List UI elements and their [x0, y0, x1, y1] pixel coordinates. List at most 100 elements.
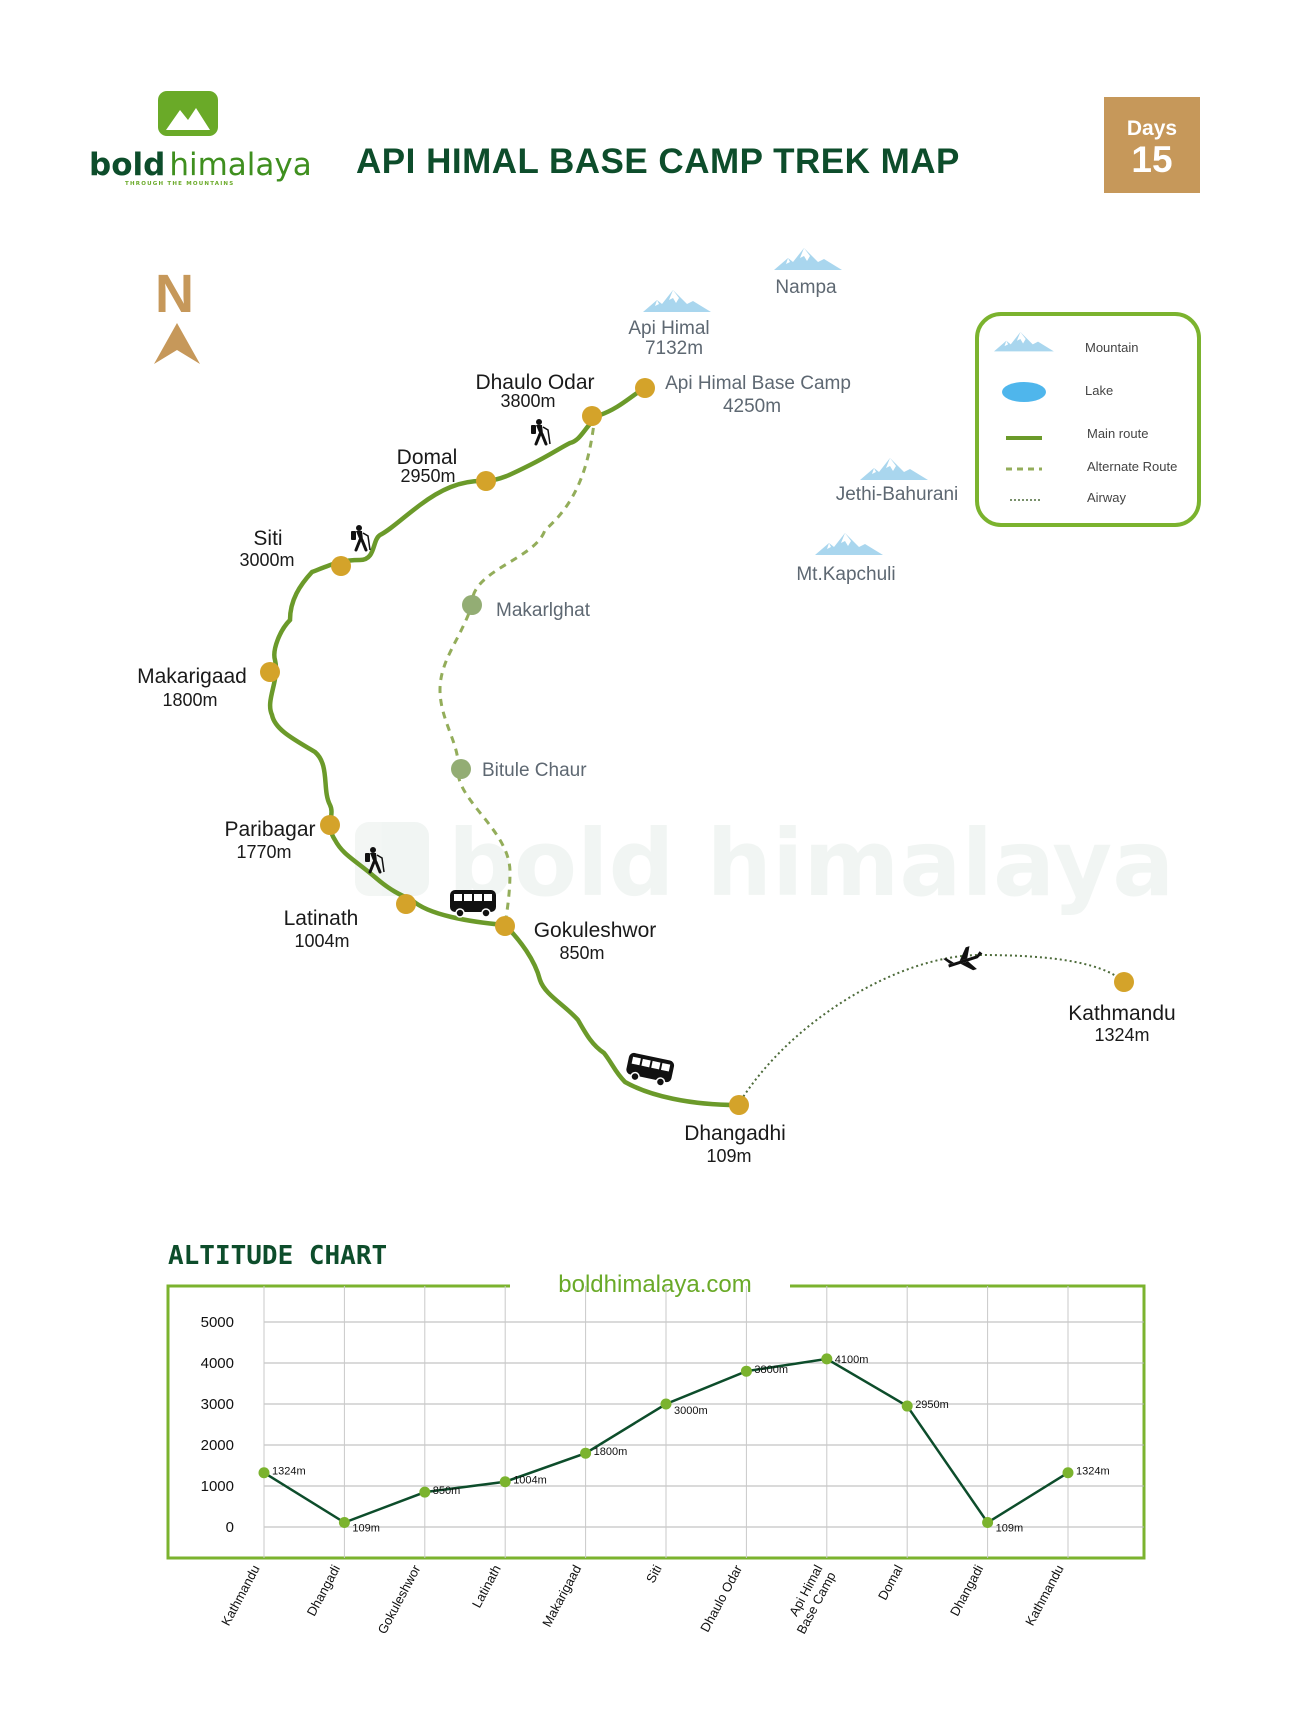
north-letter: N: [155, 264, 194, 324]
stop-marker: [495, 916, 515, 936]
x-category-label: Siti: [643, 1562, 665, 1585]
mountain-name: Nampa: [775, 277, 837, 298]
stop-name: Kathmandu: [1068, 1002, 1175, 1025]
altitude-point: [821, 1353, 833, 1365]
altitude-point: [1062, 1467, 1074, 1479]
altitude-point: [338, 1517, 350, 1529]
mountain-icon: [774, 248, 842, 270]
stop-name: Domal: [397, 446, 458, 469]
stop-elevation: 1324m: [1094, 1025, 1149, 1045]
y-tick-label: 0: [226, 1519, 234, 1536]
alternate-route: [438, 414, 597, 929]
alternate-stop-marker: [451, 759, 471, 779]
altitude-data-label: 1800m: [594, 1446, 628, 1458]
altitude-point: [258, 1467, 270, 1479]
altitude-data-label: 109m: [996, 1523, 1024, 1535]
altitude-point: [660, 1398, 672, 1410]
stop-name: Siti: [253, 527, 282, 550]
hiker-icon: [529, 417, 552, 446]
stop-elevation: 1004m: [294, 931, 349, 951]
stop-name: Dhangadhi: [684, 1122, 786, 1145]
y-tick-label: 4000: [201, 1355, 234, 1372]
watermark: bold himalaya: [355, 810, 1174, 917]
stop-name: Paribagar: [224, 818, 315, 841]
x-category-label: Kathmandu: [1022, 1562, 1066, 1628]
x-category-label: Dhangadi: [304, 1562, 343, 1618]
altitude-data-label: 3800m: [754, 1364, 788, 1376]
legend-label: Airway: [1087, 490, 1127, 505]
altitude-data-label: 1004m: [513, 1475, 547, 1487]
bus-icon: [623, 1051, 676, 1089]
x-category-label: Dhangadi: [947, 1562, 986, 1618]
stop-marker: [331, 556, 351, 576]
days-label: Days: [1126, 117, 1178, 140]
x-category-label: Gokuleshwor: [375, 1562, 424, 1637]
altitude-point: [901, 1400, 913, 1412]
stop-marker: [729, 1095, 749, 1115]
logo-mountain-icon: [166, 108, 210, 130]
legend-label: Main route: [1087, 426, 1148, 441]
legend: Mountain Lake Main route Alternate Route…: [975, 312, 1201, 527]
x-category-label: Domal: [875, 1562, 906, 1602]
stop-name: Latinath: [284, 907, 359, 930]
altitude-data-label: 850m: [433, 1485, 461, 1497]
y-tick-label: 2000: [201, 1437, 234, 1454]
alternate-stop-name: Bitule Chaur: [482, 760, 587, 781]
stop-elevation: 4250m: [723, 396, 781, 417]
mountain-icon: [860, 458, 928, 480]
altitude-data-label: 109m: [352, 1523, 380, 1535]
altitude-point: [580, 1447, 592, 1459]
stop-name: Makarigaad: [137, 665, 247, 688]
page-title: API HIMAL BASE CAMP TREK MAP: [356, 142, 960, 181]
days-value: 15: [1131, 139, 1173, 180]
stop-elevation: 1800m: [162, 690, 217, 710]
legend-label: Mountain: [1085, 340, 1138, 355]
altitude-data-label: 2950m: [915, 1399, 949, 1411]
altitude-data-label: 4100m: [835, 1354, 869, 1366]
website-label: boldhimalaya.com: [558, 1271, 751, 1298]
y-tick-label: 1000: [201, 1478, 234, 1495]
lake-icon: [1002, 382, 1046, 402]
stop-elevation: 3000m: [239, 550, 294, 570]
y-tick-label: 3000: [201, 1396, 234, 1413]
airplane-icon: [941, 943, 987, 978]
stop-marker: [582, 406, 602, 426]
alternate-stop-name: Makarlghat: [496, 600, 591, 621]
stop-name: Api Himal Base Camp: [665, 373, 851, 394]
brand-name-light: himalaya: [169, 147, 311, 183]
stops: Api Himal Base Camp 4250m Dhaulo Odar 38…: [137, 371, 1176, 1166]
legend-label: Alternate Route: [1087, 459, 1177, 474]
stop-marker: [320, 815, 340, 835]
x-category-label: Kathmandu: [218, 1562, 262, 1628]
legend-label: Lake: [1085, 383, 1113, 398]
mountains: Nampa Api Himal 7132m Jethi-Bahurani Mt.…: [628, 248, 958, 585]
mountain-name: Api Himal: [628, 318, 709, 339]
main-route: [267, 385, 741, 1108]
altitude-data-label: 3000m: [674, 1405, 708, 1417]
altitude-point: [499, 1476, 511, 1488]
stop-elevation: 850m: [559, 943, 604, 963]
airway-route: [737, 953, 1125, 1106]
stop-marker: [260, 662, 280, 682]
north-arrow-icon: N: [154, 264, 200, 364]
stop-elevation: 3800m: [500, 391, 555, 411]
days-badge: Days 15: [1104, 97, 1200, 193]
altitude-chart-frame: [166, 1284, 1146, 1560]
altitude-data-label: 1324m: [1076, 1466, 1110, 1478]
mountain-elevation: 7132m: [645, 338, 703, 359]
mountain-name: Jethi-Bahurani: [836, 484, 959, 505]
mountain-icon: [815, 533, 883, 555]
y-tick-label: 5000: [201, 1314, 234, 1331]
brand-name-bold: bold: [89, 147, 165, 183]
altitude-point: [419, 1486, 431, 1498]
watermark-text: bold himalaya: [448, 810, 1174, 917]
stop-marker: [635, 378, 655, 398]
brand-tagline: THROUGH THE MOUNTAINS: [125, 181, 234, 187]
stop-elevation: 2950m: [400, 466, 455, 486]
stop-marker: [476, 471, 496, 491]
legend-box: [975, 312, 1201, 527]
